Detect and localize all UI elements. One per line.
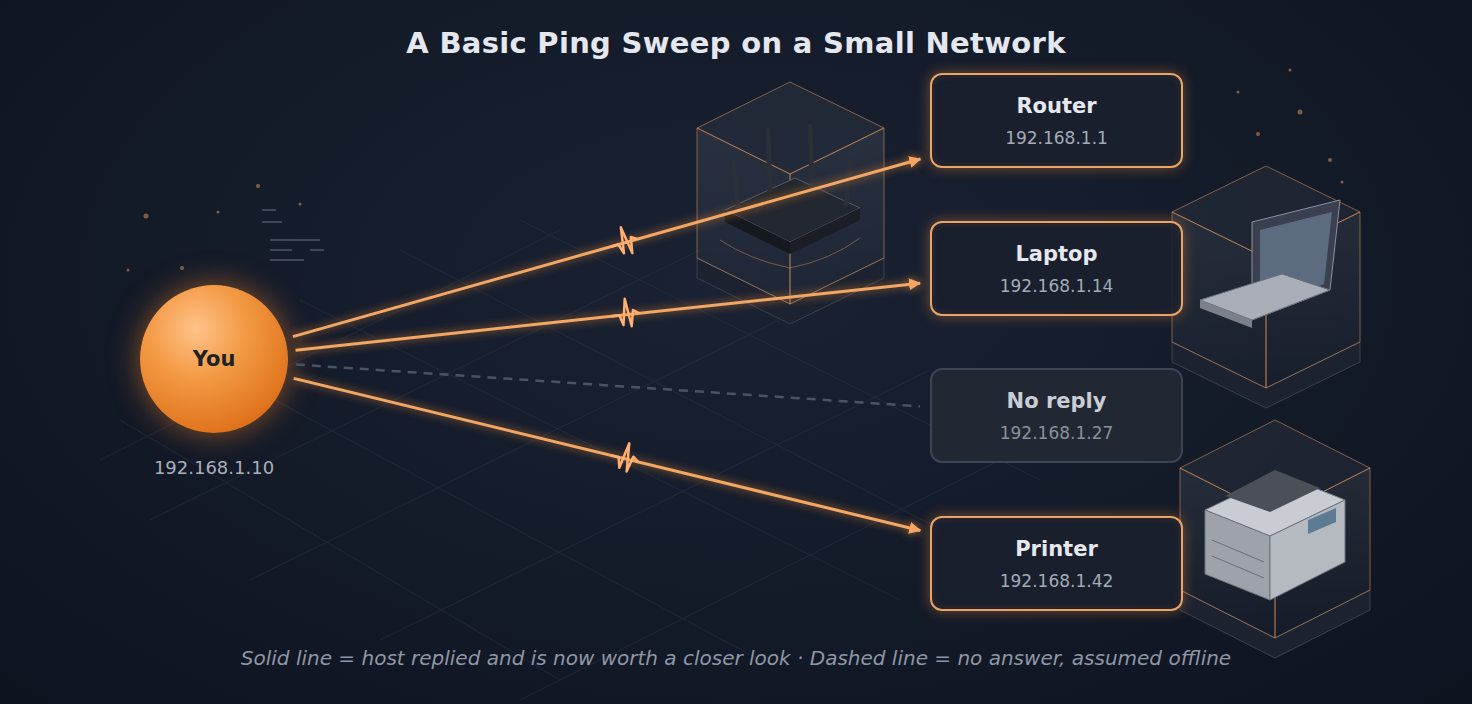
host-box: Laptop 192.168.1.14: [930, 221, 1183, 316]
floor-grid: [100, 220, 1040, 700]
diagram-caption: Solid line = host replied and is now wor…: [0, 646, 1472, 670]
ping-pulse: [611, 227, 638, 253]
ip-address: 192.168.1.1: [1005, 128, 1108, 148]
diagram-title: A Basic Ping Sweep on a Small Network: [0, 26, 1472, 60]
ip-address: 192.168.1.27: [1000, 423, 1114, 443]
ping-pulse: [611, 443, 638, 471]
host-box: Printer 192.168.1.42: [930, 516, 1183, 611]
ping-line: [293, 159, 920, 337]
host-name: No reply: [1007, 389, 1107, 413]
ip-address: 192.168.1.14: [1000, 276, 1114, 296]
laptop-cube: [1172, 166, 1360, 408]
ping-line: [296, 283, 921, 350]
ping-pulse: [612, 299, 640, 326]
host-name: Printer: [1015, 537, 1098, 561]
printer-cube: [1180, 420, 1370, 658]
ping-line: [294, 378, 921, 530]
ip-address: 192.168.1.42: [1000, 571, 1114, 591]
host-name: Router: [1016, 94, 1096, 118]
host-box: No reply 192.168.1.27: [930, 368, 1183, 463]
code-dashes: [262, 210, 324, 260]
host-name: You: [193, 347, 236, 371]
router-cube: [697, 82, 884, 324]
host-circle: You192.168.1.10: [140, 285, 288, 433]
host-box: Router 192.168.1.1: [930, 73, 1183, 168]
host-name: Laptop: [1015, 242, 1097, 266]
ip-address: 192.168.1.10: [100, 457, 328, 478]
